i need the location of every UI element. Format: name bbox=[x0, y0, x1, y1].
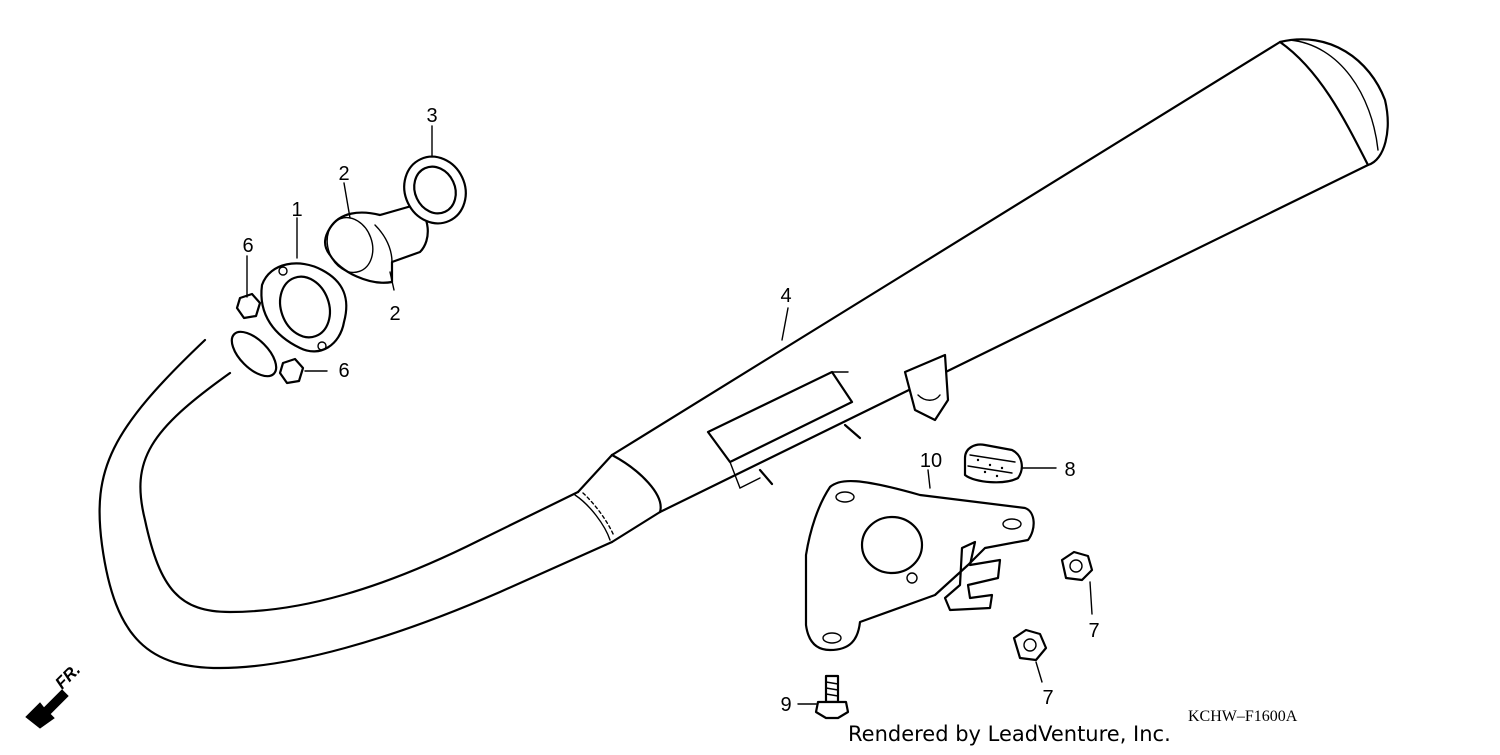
stay-nut-lower bbox=[1012, 628, 1048, 662]
exhaust-collar bbox=[324, 203, 429, 284]
exhaust-gasket bbox=[403, 155, 467, 225]
muffler bbox=[576, 38, 1389, 544]
label-part-6-lower: 6 bbox=[338, 360, 349, 382]
front-direction-indicator: FR. bbox=[25, 660, 84, 729]
label-part-4: 4 bbox=[780, 285, 791, 307]
label-part-7-lower: 7 bbox=[1042, 687, 1053, 709]
rubber-cushion bbox=[963, 443, 1023, 484]
credit-text: Rendered by LeadVenture, Inc. bbox=[848, 722, 1171, 746]
label-part-2-lower: 2 bbox=[389, 303, 400, 325]
label-part-9: 9 bbox=[780, 694, 791, 716]
label-part-1: 1 bbox=[291, 199, 302, 221]
muffler-stay bbox=[804, 479, 1035, 652]
label-part-7-right: 7 bbox=[1088, 620, 1099, 642]
label-part-2-upper: 2 bbox=[338, 163, 349, 185]
label-part-10: 10 bbox=[920, 450, 942, 472]
stay-nut-right bbox=[1060, 550, 1094, 582]
muffler-bracket bbox=[706, 370, 862, 489]
label-part-6-upper: 6 bbox=[242, 235, 253, 257]
label-part-3: 3 bbox=[426, 105, 437, 127]
stay-bolt bbox=[814, 674, 850, 720]
front-arrow-icon bbox=[25, 689, 69, 729]
exhaust-flange bbox=[260, 262, 348, 353]
front-label: FR. bbox=[51, 660, 84, 693]
part-callouts: 1 2 2 3 4 6 6 7 7 8 9 10 bbox=[242, 105, 1099, 716]
label-part-8: 8 bbox=[1064, 459, 1075, 481]
muffler-rear-hanger bbox=[903, 353, 950, 422]
leader-lines bbox=[246, 125, 1093, 705]
flange-nut-upper bbox=[235, 292, 262, 320]
flange-nut-lower bbox=[278, 357, 305, 385]
exhaust-pipe bbox=[98, 330, 615, 670]
diagram-code: KCHW–F1600A bbox=[1188, 708, 1298, 725]
